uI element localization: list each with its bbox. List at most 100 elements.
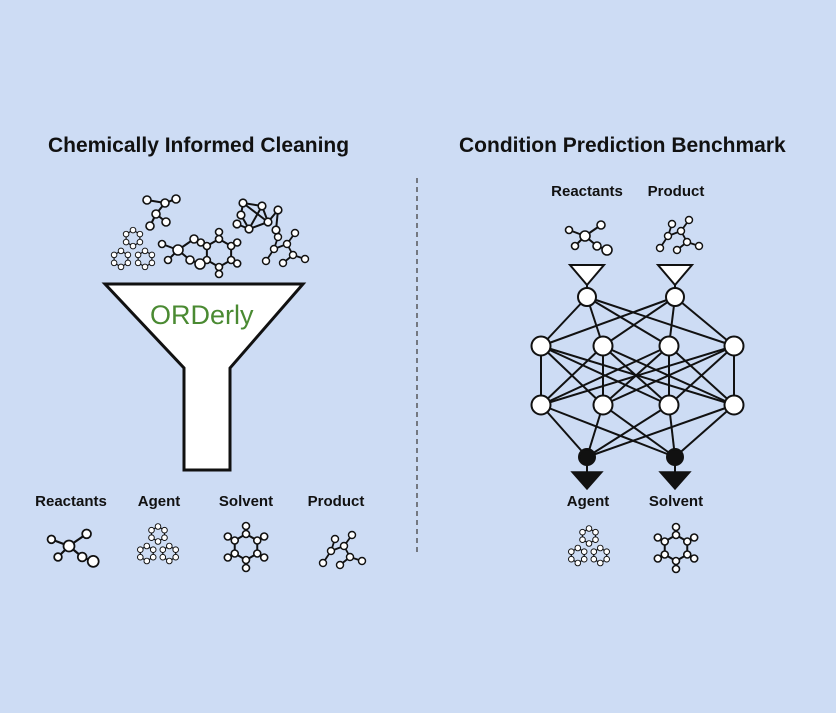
input-arrow-icon [655, 264, 695, 287]
atom [660, 537, 670, 546]
atom [148, 526, 155, 534]
atom [160, 198, 170, 208]
atom [682, 237, 692, 247]
atom [580, 548, 588, 555]
atom [81, 528, 92, 540]
benchmark-title: Condition Prediction Benchmark [459, 134, 786, 157]
atom [592, 528, 599, 536]
atom [568, 555, 575, 563]
atom [185, 255, 195, 265]
atom [252, 549, 262, 558]
atom [597, 559, 604, 567]
bond [242, 202, 269, 223]
hidden-node [723, 394, 745, 416]
funnel-shape [101, 282, 307, 472]
atom [682, 537, 692, 546]
atom [166, 557, 173, 565]
output-arrow-icon [570, 471, 604, 491]
atom [241, 529, 251, 539]
atom [597, 544, 604, 552]
atom [330, 534, 340, 544]
atom [214, 227, 224, 237]
atom [568, 548, 575, 555]
atom [86, 555, 100, 568]
atom [134, 251, 142, 259]
atom [590, 548, 598, 555]
input-arrow-icon [567, 264, 607, 287]
input-node [577, 287, 597, 307]
atom [300, 254, 310, 264]
atom [76, 551, 88, 563]
atom [259, 553, 269, 562]
atom [357, 556, 367, 566]
input-label-product: Product [647, 183, 705, 200]
atom [159, 553, 167, 561]
atom [137, 546, 144, 553]
product-input-icon [655, 215, 704, 255]
atom [694, 241, 704, 251]
atom [145, 221, 155, 231]
atom [592, 241, 602, 251]
atom [117, 247, 125, 255]
atom [148, 251, 156, 259]
atom [223, 553, 233, 562]
solvent-output-icon [223, 521, 269, 573]
input-node [665, 287, 685, 307]
atom [570, 241, 580, 251]
atom [671, 564, 681, 574]
agent-output-icon [137, 523, 179, 565]
atom [236, 210, 246, 220]
atom [672, 245, 682, 255]
atom [660, 550, 670, 559]
product-molecule-icon [261, 228, 310, 268]
atom [136, 238, 144, 246]
prediction-label-solvent: Solvent [648, 493, 704, 510]
atom [269, 244, 279, 254]
atom [214, 234, 224, 244]
atom [143, 542, 151, 550]
atom [574, 544, 582, 552]
nn-edge [586, 296, 670, 347]
atom [579, 536, 586, 543]
nn-edge [674, 296, 735, 347]
atom [596, 220, 606, 230]
atom [347, 530, 357, 540]
atom [241, 521, 251, 531]
nn-edge [540, 345, 670, 406]
reactant-molecule-icon [157, 234, 206, 270]
nn-edge [540, 345, 604, 406]
atom [653, 533, 663, 542]
atom [214, 262, 224, 272]
atom [579, 528, 586, 536]
atom [194, 258, 206, 270]
atom [196, 238, 206, 247]
output-arrow-icon [658, 471, 692, 491]
output-label-reactants: Reactants [35, 493, 107, 510]
atom [223, 532, 233, 541]
atom [161, 526, 168, 534]
atom [326, 546, 336, 556]
atom [585, 540, 593, 547]
hidden-node [530, 335, 552, 357]
solvent-molecule-icon [196, 227, 242, 279]
atom [241, 555, 251, 565]
atom [134, 259, 142, 267]
nn-edge [540, 296, 676, 347]
atom [230, 549, 240, 558]
atom [226, 255, 236, 265]
agent-prediction-icon [568, 525, 610, 567]
nn-edge [602, 296, 676, 347]
atom [335, 560, 345, 570]
atom [257, 201, 267, 211]
output-label-solvent: Solvent [218, 493, 274, 510]
atom [339, 541, 349, 551]
nn-edge [602, 404, 676, 458]
atom [154, 523, 162, 530]
atom [137, 553, 144, 561]
branched-molecule-icon [142, 194, 181, 231]
ring-molecule-icon [232, 198, 283, 235]
atom [142, 195, 152, 205]
atom [241, 563, 251, 573]
atom [148, 534, 155, 541]
atom [263, 217, 273, 227]
